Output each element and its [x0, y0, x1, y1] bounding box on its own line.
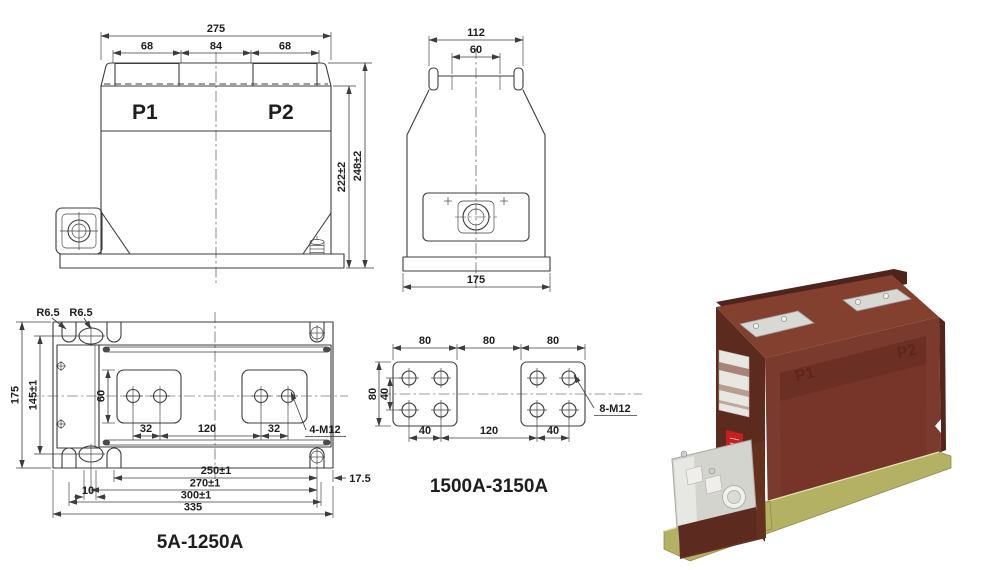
dim-height-overall: 248±2	[352, 151, 364, 182]
terminal-screw-a	[680, 450, 688, 458]
product-photo: P1 P2	[663, 269, 952, 562]
pads-view-drawing: 80 80 80 80 40 40 120 40 8-M12 1500A-315…	[367, 335, 642, 497]
ground-terminal-symbol	[309, 236, 325, 254]
terminal-block-a	[685, 465, 704, 486]
photo-p2-marking: P2	[895, 342, 918, 363]
dim-slot-left: 68	[141, 41, 153, 53]
photo-panel-band	[780, 336, 926, 401]
dim-hole-pitch-left: 32	[140, 423, 152, 435]
nameplate	[718, 349, 750, 418]
top-view-dimensions: 175 145±1 60 32 120 32 4-M12 250±1	[10, 321, 371, 518]
dim-gap: 80	[483, 335, 495, 347]
dim-span-b: 270±1	[190, 478, 221, 490]
side-terminal-box	[422, 192, 530, 242]
top-view-title: 5A-1250A	[157, 532, 244, 553]
top-view-drawing: R6.5 R6.5 175 145±1 60 32 120 32 4-M12	[10, 307, 371, 553]
dim-slot-right: 68	[279, 41, 291, 53]
dim-pad-width-right: 80	[547, 335, 559, 347]
dim-hole-pitch-a: 40	[419, 425, 431, 437]
dim-hole-pitch-vert: 40	[379, 388, 391, 400]
dim-offset: 10	[82, 485, 94, 497]
front-p1-marking: P1	[132, 101, 158, 124]
pads-dimensions: 80 80 80 80 40 40 120 40 8-M12	[367, 335, 637, 442]
dim-span-c: 300±1	[181, 490, 212, 502]
terminal-block-b	[704, 474, 723, 495]
dim-top-inner-width: 60	[470, 44, 482, 56]
dim-base-width: 175	[467, 274, 485, 286]
primary-terminal-pads	[116, 369, 308, 424]
dim-slot-center: 84	[210, 41, 223, 53]
dim-thread-note-8: 8-M12	[599, 403, 630, 415]
front-mounting-lug	[55, 207, 131, 255]
secondary-terminal-box	[671, 439, 766, 559]
dim-edge-offset: 17.5	[349, 473, 370, 485]
photo-right-edge	[939, 317, 946, 452]
dim-overall-width: 275	[207, 23, 225, 35]
side-view-drawing: 112 60 175	[402, 27, 551, 292]
dim-radius-a: R6.5	[36, 307, 59, 319]
dim-height-body: 222±2	[336, 162, 348, 193]
side-dimensions: 112 60 175	[402, 27, 551, 292]
dim-hole-pitch-b: 40	[547, 425, 559, 437]
primary-terminal-pad-right	[842, 288, 912, 312]
dim-pad-height-v: 80	[367, 388, 379, 400]
front-p2-marking: P2	[268, 101, 294, 124]
dim-center-span: 120	[480, 425, 498, 437]
front-view-drawing: P1 P2 275 68 84 68 222±2 248±2	[55, 23, 374, 286]
dim-depth: 175	[10, 386, 22, 404]
dim-thread-note: 4-M12	[309, 424, 340, 436]
dim-span-a: 250±1	[201, 465, 232, 477]
dim-top-width: 112	[467, 27, 485, 39]
front-dimensions: 275 68 84 68 222±2 248±2	[100, 23, 374, 269]
dim-pad-pitch: 120	[198, 423, 216, 435]
photo-p1-marking: P1	[793, 364, 816, 385]
dim-pad-height: 60	[96, 390, 108, 402]
pads-view-title: 1500A-3150A	[430, 476, 549, 497]
photo-edge-notch	[935, 419, 941, 433]
primary-terminal-pad-left	[739, 310, 815, 338]
dim-radius-b: R6.5	[69, 307, 92, 319]
dim-slot-span: 145±1	[28, 380, 40, 411]
dim-pad-width-left: 80	[419, 335, 431, 347]
dim-hole-pitch-right: 32	[268, 423, 280, 435]
dim-overall-length: 335	[184, 502, 202, 514]
terminal-screw-b	[708, 467, 716, 475]
